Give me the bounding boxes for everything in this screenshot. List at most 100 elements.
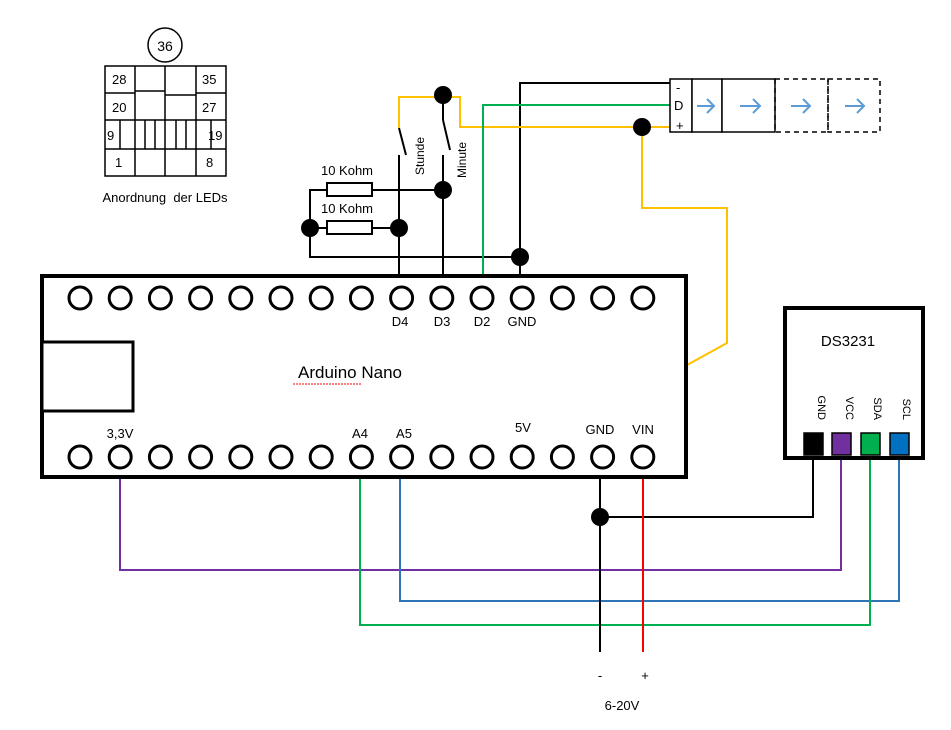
header-pin-bottom	[188, 444, 214, 470]
junction-dot	[434, 86, 452, 104]
header-pin-bottom	[509, 444, 535, 470]
pin-label-a5: A5	[396, 426, 412, 441]
wire-a5-scl	[399, 445, 900, 602]
ds3231-pin-scl-label: SCL	[900, 399, 912, 420]
power-plus-label: +	[641, 668, 649, 683]
header-pin-top	[429, 285, 455, 311]
header-pin-top	[268, 285, 294, 311]
led-strip-plus-label: +	[676, 118, 684, 133]
switch-minute-label: Minute	[455, 142, 469, 178]
header-pin-bottom	[67, 444, 93, 470]
ds3231-pin-vcc-label: VCC	[843, 397, 855, 420]
header-pin-bottom	[469, 444, 495, 470]
switch-stunde-blade	[398, 127, 407, 156]
wire-resistor-gnd	[309, 228, 520, 258]
pin-label-gnd-bottom: GND	[586, 422, 615, 437]
led-strip-minus-label: -	[676, 80, 680, 95]
header-pin-bottom	[590, 444, 616, 470]
resistor-lower-label: 10 Kohm	[321, 201, 373, 216]
header-pin-top	[228, 285, 254, 311]
led-cell-9: 9	[107, 128, 114, 143]
header-pin-bottom	[308, 444, 334, 470]
power-minus-label: -	[598, 668, 602, 683]
pin-label-gnd-top: GND	[508, 314, 537, 329]
pin-label-d3: D3	[434, 314, 451, 329]
ds3231-pin-gnd	[803, 432, 824, 456]
header-pin-bottom	[389, 444, 415, 470]
led-top-circle	[147, 27, 183, 63]
pin-label-5v: 5V	[515, 420, 531, 435]
header-pin-top	[308, 285, 334, 311]
led-strip-data-label: D	[674, 98, 683, 113]
ds3231-pin-sda-label: SDA	[871, 397, 883, 420]
resistor-lower	[326, 220, 373, 235]
switch-minute-blade	[442, 119, 451, 151]
header-pin-bottom	[549, 444, 575, 470]
resistor-upper	[326, 182, 373, 197]
ds3231-module: DS3231 GND VCC SDA SCL	[783, 306, 925, 460]
wire-a4-sda	[359, 445, 871, 626]
wires	[119, 82, 900, 652]
ds3231-pin-gnd-label: GND	[815, 396, 827, 421]
ds3231-pin-scl	[889, 432, 910, 456]
junction-dot	[434, 181, 452, 199]
led-strip: - D +	[669, 78, 881, 133]
led-top-number: 36	[157, 38, 173, 54]
pin-label-d2: D2	[474, 314, 491, 329]
arduino-nano: Arduino Nano D4 D3 D2 GND 3,3V A4 A5 5V …	[40, 274, 688, 479]
led-cell-8: 8	[206, 155, 213, 170]
junction-dot	[633, 118, 651, 136]
header-pin-top	[389, 285, 415, 311]
header-pin-bottom	[348, 444, 374, 470]
junction-dot	[511, 248, 529, 266]
header-pin-top	[67, 285, 93, 311]
led-cell-1: 1	[115, 155, 122, 170]
led-cell-20: 20	[112, 100, 126, 115]
junction-dot	[301, 219, 319, 237]
led-arrangement: 36 28 35 20 27 9	[102, 27, 228, 205]
ds3231-pin-vcc	[831, 432, 852, 456]
wire-switch-supply	[398, 96, 672, 128]
header-pin-bottom	[630, 444, 656, 470]
switch-stunde-label: Stunde	[413, 137, 427, 175]
arduino-name: Arduino Nano	[298, 363, 402, 382]
resistor-upper-label: 10 Kohm	[321, 163, 373, 178]
junctions	[301, 86, 651, 526]
pin-label-3v3: 3,3V	[107, 426, 134, 441]
ds3231-name: DS3231	[821, 333, 875, 350]
bottom-pin-row	[67, 444, 656, 470]
led-arrangement-caption: Anordnung der LEDs	[102, 190, 228, 205]
header-pin-top	[348, 285, 374, 311]
pin-label-vin: VIN	[632, 422, 654, 437]
header-pin-top	[107, 285, 133, 311]
led-cell-27: 27	[202, 100, 216, 115]
arrow-icon	[697, 98, 866, 114]
header-pin-bottom	[107, 444, 133, 470]
led-cell-19: 19	[208, 128, 222, 143]
junction-dot	[591, 508, 609, 526]
led-cell-35: 35	[202, 72, 216, 87]
wire-resistor-upper	[309, 189, 327, 228]
junction-dot	[390, 219, 408, 237]
wire-3v3-vcc	[119, 445, 842, 571]
header-pin-top	[549, 285, 575, 311]
led-cell-28: 28	[112, 72, 126, 87]
header-pin-top	[590, 285, 616, 311]
header-pin-top	[147, 285, 173, 311]
header-pin-top	[509, 285, 535, 311]
header-pin-bottom	[429, 444, 455, 470]
power-range-label: 6-20V	[605, 698, 640, 713]
pin-label-d4: D4	[392, 314, 409, 329]
wire-d2-data	[482, 104, 672, 300]
top-pin-row	[67, 285, 656, 311]
header-pin-top	[469, 285, 495, 311]
header-pin-bottom	[268, 444, 294, 470]
ds3231-pin-sda	[860, 432, 881, 456]
header-pin-bottom	[147, 444, 173, 470]
wire-gnd-rtc	[600, 445, 814, 518]
usb-connector	[40, 340, 135, 413]
pin-label-a4: A4	[352, 426, 368, 441]
wire-gnd-strip	[519, 82, 672, 300]
header-pin-top	[188, 285, 214, 311]
